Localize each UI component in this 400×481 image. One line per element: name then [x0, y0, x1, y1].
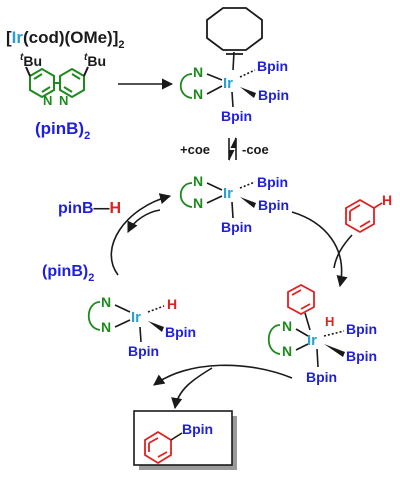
- equilibrium-reverse: -coe: [242, 142, 269, 157]
- complex-b: N N Ir Bpin Bpin Bpin: [179, 173, 289, 235]
- diboron-reagent: (pinB)2: [35, 119, 90, 142]
- diboron-input: (pinB)2: [42, 263, 94, 284]
- tbu-labels: tBu tBu: [20, 52, 106, 69]
- cycle-arrow-icon: [110, 193, 353, 410]
- svg-text:Bpin: Bpin: [128, 343, 159, 359]
- svg-text:Bpin: Bpin: [165, 324, 196, 340]
- svg-text:N: N: [282, 343, 292, 359]
- svg-text:Bpin: Bpin: [257, 58, 288, 74]
- precatalyst-metal: Ir: [12, 28, 24, 47]
- svg-text:[Ir(cod)(OMe)]2: [Ir(cod)(OMe)]2: [6, 28, 125, 51]
- complex-a-metal: Ir: [223, 75, 233, 92]
- svg-text:Bpin: Bpin: [346, 321, 377, 337]
- precatalyst-bracket: [: [6, 28, 12, 47]
- hydroborane-product: pinB—H: [58, 200, 121, 217]
- svg-text:N: N: [193, 86, 203, 102]
- tbu-right: tBu: [84, 52, 106, 69]
- benzene-hydrogen: H: [382, 192, 392, 208]
- svg-text:N: N: [193, 195, 203, 211]
- svg-text:Bpin: Bpin: [221, 108, 252, 124]
- dtbpy-ligand: [25, 66, 89, 99]
- dtbpy-n-right: N: [59, 93, 68, 108]
- product-label: Bpin: [182, 421, 213, 437]
- svg-text:N: N: [193, 64, 203, 80]
- precatalyst-label: [Ir(cod)(OMe)]2: [6, 28, 125, 51]
- svg-text:N: N: [101, 319, 111, 335]
- product-phenyl-icon: [144, 430, 172, 465]
- svg-text:N: N: [101, 294, 111, 310]
- complex-d-metal: Ir: [131, 309, 141, 326]
- svg-text:Bpin: Bpin: [258, 197, 289, 213]
- svg-text:Bpin: Bpin: [257, 174, 288, 190]
- complex-b-metal: Ir: [223, 185, 233, 202]
- bipyridine-icon: [179, 73, 193, 99]
- precatalyst-ligands: (cod)(OMe)]: [23, 28, 118, 47]
- complex-c-hydride: H: [325, 314, 334, 329]
- ir-coe-bond: [232, 51, 235, 71]
- svg-text:Bpin: Bpin: [258, 87, 289, 103]
- complex-c: N N Ir H Bpin Bpin Bpin: [267, 283, 377, 385]
- equilibrium-arrows: [228, 136, 237, 162]
- cyclooctene-icon: [206, 7, 263, 55]
- tbu-left: tBu: [20, 52, 42, 69]
- svg-text:Bpin: Bpin: [221, 219, 252, 235]
- svg-text:N: N: [282, 318, 292, 334]
- equilibrium-forward: +coe: [180, 142, 210, 157]
- svg-text:N: N: [193, 173, 203, 189]
- benzene-icon: [345, 198, 383, 234]
- complex-d-hydride: H: [167, 296, 177, 312]
- precatalyst-subscript: 2: [118, 39, 124, 51]
- complex-d: N N Ir H Bpin Bpin: [87, 294, 196, 359]
- dtbpy-nitrogens: N N: [43, 93, 68, 108]
- svg-text:Bpin: Bpin: [306, 369, 337, 385]
- dtbpy-n-left: N: [43, 93, 52, 108]
- complex-a: N N Ir Bpin Bpin Bpin: [179, 58, 289, 124]
- svg-text:Bpin: Bpin: [346, 348, 377, 364]
- product-box: Bpin: [133, 410, 237, 470]
- complex-c-metal: Ir: [307, 332, 317, 349]
